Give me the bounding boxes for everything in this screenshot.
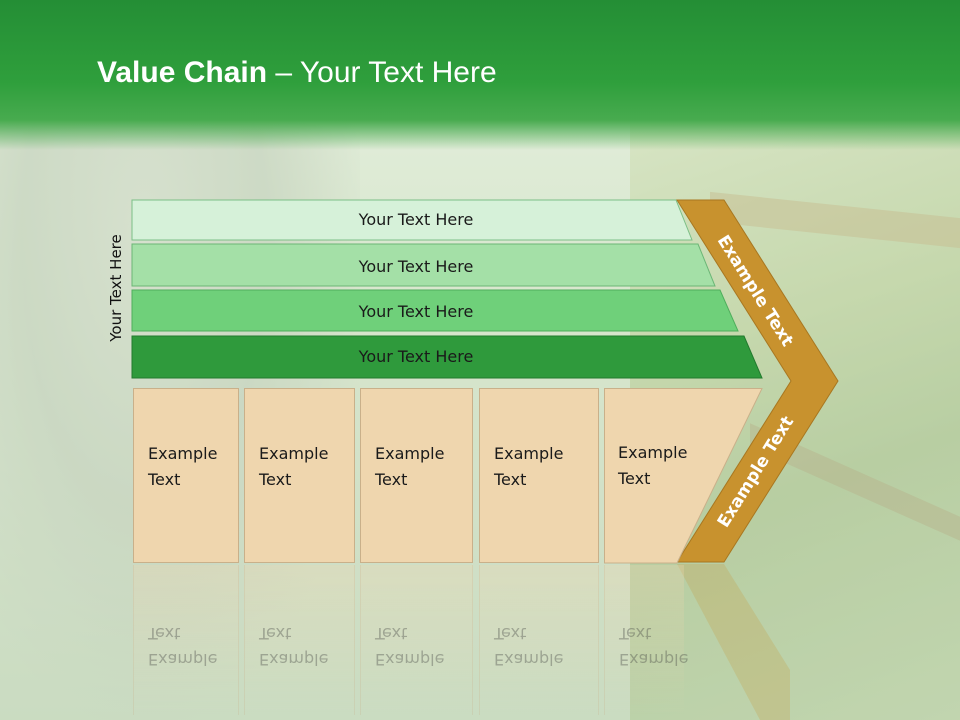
chevron-reflection (677, 564, 790, 720)
bar-3 (131, 289, 739, 332)
chevron-arrow (676, 199, 839, 563)
bar-4 (131, 335, 763, 379)
title-bold: Value Chain (97, 56, 268, 89)
bar-1 (131, 199, 693, 241)
bar-3-label: Your Text Here (358, 302, 474, 321)
activity-card-last (604, 388, 763, 564)
bar-1-label: Your Text Here (358, 210, 474, 229)
bar-4-label: Your Text Here (358, 347, 474, 366)
header-band: Value Chain – Your Text Here (0, 0, 960, 150)
title-rest: – Your Text Here (267, 56, 497, 89)
activity-card-shape (604, 388, 763, 564)
bar-2 (131, 243, 716, 287)
bar-2-label: Your Text Here (358, 257, 474, 276)
slide-title: Value Chain – Your Text Here (97, 56, 497, 90)
